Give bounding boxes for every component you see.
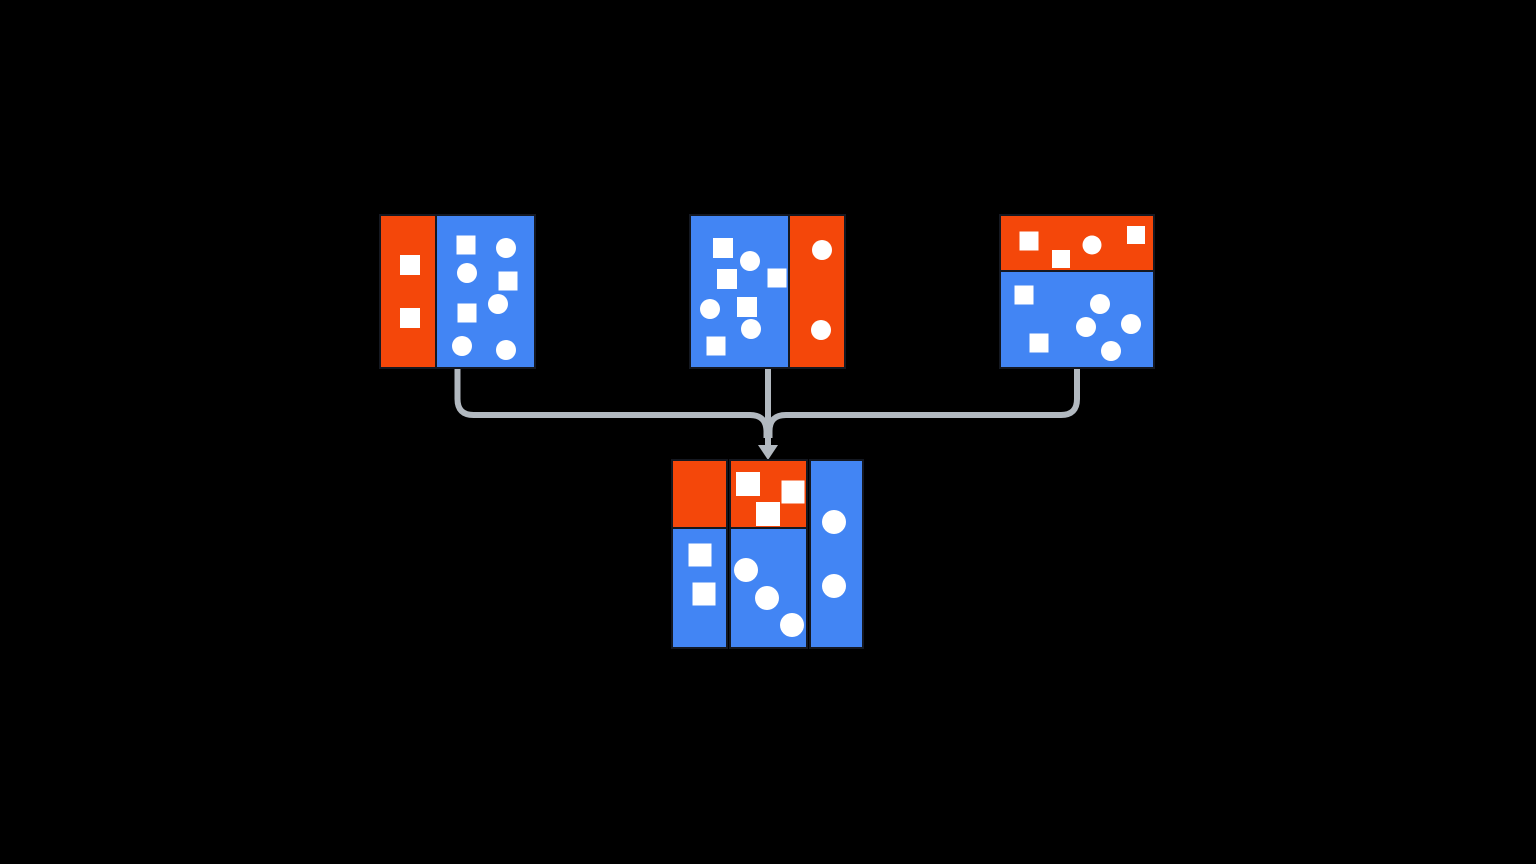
blue-segment xyxy=(435,214,536,369)
blue-segment xyxy=(689,214,790,369)
square-shape xyxy=(457,303,477,323)
circle-shape xyxy=(822,510,846,534)
circle-shape xyxy=(488,294,508,314)
result-box-column-1 xyxy=(671,459,728,649)
circle-shape xyxy=(822,574,846,598)
circle-shape xyxy=(755,586,779,610)
square-shape xyxy=(1014,285,1034,305)
square-shape xyxy=(1019,231,1039,251)
circle-shape xyxy=(457,263,477,283)
circle-shape xyxy=(1076,317,1096,337)
square-shape xyxy=(717,269,737,289)
circle-shape xyxy=(1101,341,1121,361)
square-shape xyxy=(737,297,757,317)
circle-shape xyxy=(1082,235,1102,255)
circle-shape xyxy=(811,320,831,340)
result-box-column-3 xyxy=(809,459,864,649)
circle-shape xyxy=(496,238,516,258)
circle-shape xyxy=(1121,314,1141,334)
square-shape xyxy=(706,336,726,356)
square-shape xyxy=(1052,250,1070,268)
orange-segment xyxy=(671,459,728,529)
square-shape xyxy=(456,235,476,255)
arrowhead-icon xyxy=(758,445,778,460)
square-shape xyxy=(756,502,780,526)
square-shape xyxy=(692,582,716,606)
square-shape xyxy=(400,255,420,275)
square-shape xyxy=(767,268,787,288)
square-shape xyxy=(688,543,712,567)
square-shape xyxy=(713,238,733,258)
circle-shape xyxy=(740,251,760,271)
connector-path xyxy=(454,368,770,438)
circle-shape xyxy=(812,240,832,260)
circle-shape xyxy=(1090,294,1110,314)
orange-segment xyxy=(379,214,437,369)
circle-shape xyxy=(780,613,804,637)
square-shape xyxy=(781,480,805,504)
connector-path xyxy=(766,368,1080,438)
square-shape xyxy=(400,308,420,328)
orange-segment xyxy=(788,214,846,369)
circle-shape xyxy=(700,299,720,319)
circle-shape xyxy=(741,319,761,339)
square-shape xyxy=(1029,333,1049,353)
circle-shape xyxy=(496,340,516,360)
connector-lines xyxy=(454,368,1080,460)
square-shape xyxy=(736,472,760,496)
circle-shape xyxy=(734,558,758,582)
source-box-middle xyxy=(689,214,846,369)
source-box-left xyxy=(379,214,536,369)
source-box-right xyxy=(999,214,1155,369)
blue-segment xyxy=(809,459,864,649)
square-shape xyxy=(1127,226,1145,244)
circle-shape xyxy=(452,336,472,356)
square-shape xyxy=(498,271,518,291)
result-box-column-2 xyxy=(729,459,808,649)
